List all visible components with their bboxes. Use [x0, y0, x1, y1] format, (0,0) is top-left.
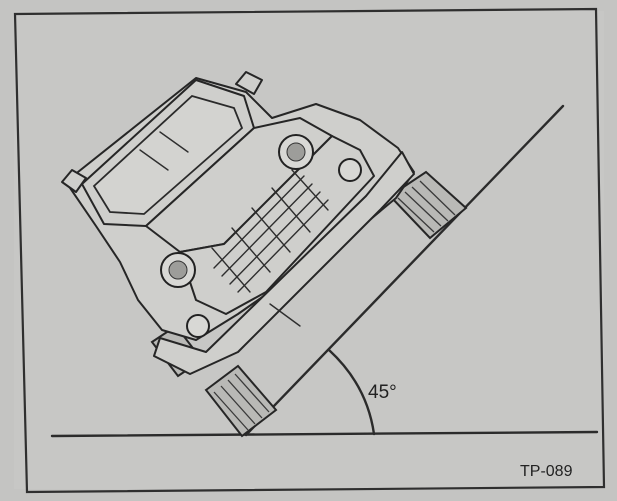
left-headlight	[160, 252, 196, 288]
license-plate-edge	[269, 303, 301, 327]
upper-right-tire	[388, 170, 468, 240]
wiper-line-2	[159, 131, 189, 153]
angle-label: 45°	[368, 382, 397, 403]
angle-arc	[327, 348, 376, 436]
slope-line	[244, 104, 565, 437]
right-headlight	[278, 134, 314, 170]
wiper-line	[139, 149, 169, 171]
grille-slots	[211, 169, 329, 293]
figure-code-label: TP-089	[520, 463, 573, 480]
lower-left-tire	[204, 364, 278, 438]
fog-light-right	[338, 158, 362, 182]
windshield	[92, 94, 244, 215]
vehicle-illustration	[61, 71, 468, 438]
roof-light	[235, 71, 263, 95]
ground-line	[50, 430, 599, 438]
fog-light-left	[186, 314, 210, 338]
side-mirror	[61, 169, 87, 193]
front-bumper	[153, 151, 415, 375]
diagram-frame	[13, 7, 606, 494]
